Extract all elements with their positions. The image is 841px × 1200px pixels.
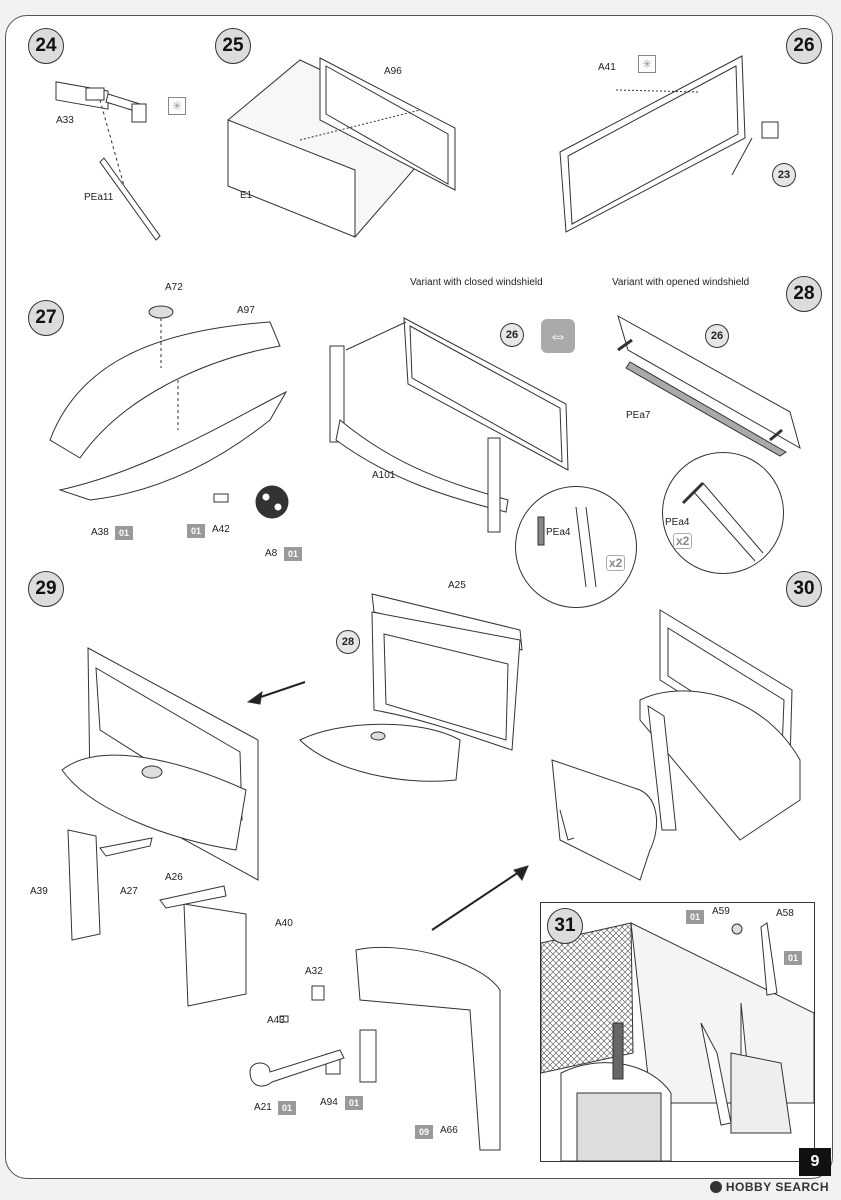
part-label-a33: A33 (56, 115, 74, 126)
double-arrow-icon: ⇔ (541, 319, 575, 353)
part-label-a8: A8 (265, 548, 278, 559)
paint-code-a94: 01 (345, 1096, 364, 1110)
watermark-text: HOBBY SEARCH (725, 1180, 829, 1194)
opened-detail-drawing (681, 481, 764, 562)
part-label-pea11: PEa11 (84, 192, 114, 203)
part-label-a27: A27 (120, 886, 138, 897)
paint-code-a38: 01 (115, 526, 134, 540)
step-31-drawing (541, 922, 814, 1161)
part-label-e1: E1 (240, 190, 253, 201)
step-29-badge: 29 (28, 571, 64, 607)
ref-step-26-opened: 26 (705, 324, 729, 348)
step-number: 25 (222, 35, 244, 56)
step-25-badge: 25 (215, 28, 251, 64)
step-number: 27 (35, 307, 57, 328)
part-label-a72: A72 (165, 282, 183, 293)
ref-number: 28 (341, 636, 355, 648)
ref-step-23: 23 (772, 163, 796, 187)
part-label-a39: A39 (30, 886, 48, 897)
step-27-badge: 27 (28, 300, 64, 336)
closed-detail-drawing (537, 506, 597, 588)
part-label-a94: A94 (320, 1097, 338, 1108)
part-label-a41: A41 (598, 62, 616, 73)
paint-code-a59: 01 (686, 910, 705, 924)
snowflake-glue-icon: ✳ (638, 55, 656, 73)
step-30-badge: 30 (786, 571, 822, 607)
variant-closed-label: Variant with closed windshield (410, 277, 543, 288)
part-label-a96: A96 (384, 66, 402, 77)
quantity-x2-closed: x2 (606, 555, 626, 571)
part-label-a40: A40 (275, 918, 293, 929)
ref-number: 26 (710, 330, 724, 342)
step-number: 31 (554, 915, 576, 936)
variant-opened-label: Variant with opened windshield (612, 277, 750, 288)
part-label-pea4-opened: PEa4 (665, 517, 690, 528)
step-number: 30 (793, 578, 815, 599)
part-label-pea7: PEa7 (626, 410, 651, 421)
ref-number: 26 (505, 329, 519, 341)
part-label-a32: A32 (305, 966, 323, 977)
paint-code-a58: 01 (784, 951, 803, 965)
part-label-a58: A58 (776, 908, 794, 919)
quantity-x2-opened: x2 (673, 533, 693, 549)
step-28-badge: 28 (786, 276, 822, 312)
step-number: 29 (35, 578, 57, 599)
paint-code-a42: 01 (187, 524, 206, 538)
part-label-a101: A101 (372, 470, 396, 481)
ref-step-26-closed: 26 (500, 323, 524, 347)
step-24-badge: 24 (28, 28, 64, 64)
step-31-badge: 31 (547, 908, 583, 944)
part-label-a25: A25 (448, 580, 466, 591)
part-label-a21: A21 (254, 1102, 272, 1113)
watermark: HOBBY SEARCH (709, 1180, 829, 1194)
opened-detail-magnifier: PEa4 x2 (662, 452, 784, 574)
part-label-a43: A43 (267, 1015, 285, 1026)
step-number: 26 (793, 35, 815, 56)
part-label-a26: A26 (165, 872, 183, 883)
step-number: 24 (35, 35, 57, 56)
paint-code-a21: 01 (278, 1101, 297, 1115)
part-label-a97: A97 (237, 305, 255, 316)
paint-code-a66: 09 (415, 1125, 434, 1139)
step-number: 28 (793, 283, 815, 304)
step-31-panel (540, 902, 815, 1162)
part-label-pea4-closed: PEa4 (546, 527, 571, 538)
part-label-a38: A38 (91, 527, 109, 538)
step-26-badge: 26 (786, 28, 822, 64)
part-label-a59: A59 (712, 906, 730, 917)
part-label-a42: A42 (212, 524, 230, 535)
page-number: 9 (799, 1148, 831, 1176)
closed-detail-magnifier: PEa4 x2 (515, 486, 637, 608)
ref-step-28: 28 (336, 630, 360, 654)
watermark-logo-icon (709, 1181, 722, 1193)
part-label-a66: A66 (440, 1125, 458, 1136)
paint-code-a8: 01 (284, 547, 303, 561)
ref-number: 23 (777, 169, 791, 181)
snowflake-glue-icon: ✳ (168, 97, 186, 115)
